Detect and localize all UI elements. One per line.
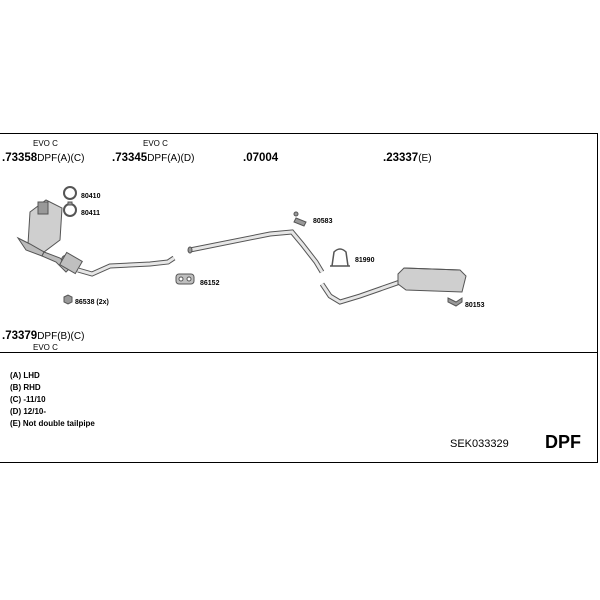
label-80411: 80411 xyxy=(81,210,101,217)
legend-item-c: (C) -11/10 xyxy=(10,395,46,404)
u-clamp-81990-icon xyxy=(330,248,350,267)
part-23337-number: .23337 xyxy=(383,152,419,164)
part-23337-suffix: (E) xyxy=(418,153,432,164)
part-73379-number: .73379 xyxy=(2,330,38,342)
clamp-80411-icon xyxy=(63,201,77,217)
rear-pipe-drawing xyxy=(319,279,401,305)
diagram-frame xyxy=(0,133,598,463)
front-pipe-drawing xyxy=(77,255,176,277)
part-73345-number: .73345 xyxy=(112,152,148,164)
bolt-86538-icon xyxy=(63,294,73,305)
legend-item-d: (D) 12/10- xyxy=(10,407,47,416)
part-73358-suffix: DPF(A)(C) xyxy=(37,153,85,164)
legend-item-a: (A) LHD xyxy=(10,371,40,380)
legend-item-b: (B) RHD xyxy=(10,383,41,392)
middle-pipe-drawing xyxy=(187,229,325,274)
part-73379-label: .73379DPF(B)(C) xyxy=(2,330,85,343)
part-73358-number: .73358 xyxy=(2,152,38,164)
legend: (A) LHD (B) RHD (C) -11/10 (D) 12/10- (E… xyxy=(10,370,95,430)
rear-silencer-drawing xyxy=(397,267,467,293)
label-80410: 80410 xyxy=(81,193,101,200)
label-80153: 80153 xyxy=(465,302,485,309)
part-73358-evo: EVO C xyxy=(33,139,58,148)
label-86152: 86152 xyxy=(200,280,220,287)
legend-divider xyxy=(0,352,598,353)
ring-80410-icon xyxy=(63,186,77,200)
part-07004-number: .07004 xyxy=(243,152,279,164)
part-73379-suffix: DPF(B)(C) xyxy=(37,331,85,342)
part-73345-label: .73345DPF(A)(D) xyxy=(112,152,195,165)
part-73345-evo: EVO C xyxy=(143,139,168,148)
part-23337-label: .23337(E) xyxy=(383,152,432,165)
mount-86152-icon xyxy=(175,273,195,285)
label-86538: 86538 (2x) xyxy=(75,299,109,306)
label-81990: 81990 xyxy=(355,257,375,264)
part-73379-evo: EVO C xyxy=(33,343,58,352)
hanger-80583-icon xyxy=(293,211,307,227)
kit-reference: SEK033329 xyxy=(450,438,509,450)
part-07004-label: .07004 xyxy=(243,152,279,165)
part-73358-label: .73358DPF(A)(C) xyxy=(2,152,85,165)
label-80583: 80583 xyxy=(313,218,333,225)
legend-item-e: (E) Not double tailpipe xyxy=(10,419,95,428)
part-73345-suffix: DPF(A)(D) xyxy=(147,153,195,164)
hanger-80153-icon xyxy=(447,297,463,307)
dpf-badge: DPF xyxy=(545,432,581,452)
dpf-unit-drawing xyxy=(16,199,83,275)
